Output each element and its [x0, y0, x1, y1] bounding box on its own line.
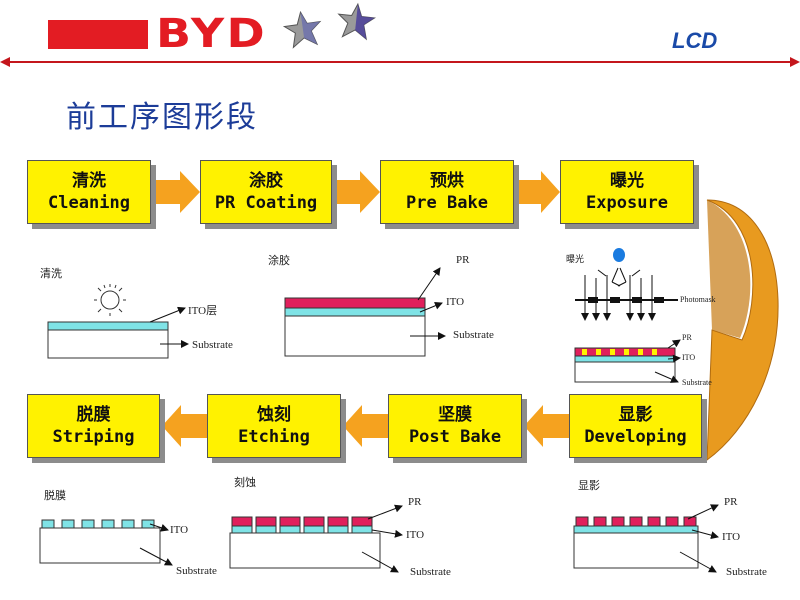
substrate-label: Substrate — [682, 378, 712, 387]
step-exposure: 曝光 Exposure — [560, 160, 694, 224]
step-en-label: Post Bake — [408, 427, 502, 447]
step-en-label: PR Coating — [214, 193, 318, 213]
step-zh-label: 预烘 — [430, 171, 464, 191]
developing-diagram-title: 显影 — [578, 479, 600, 492]
ito-label: ITO — [682, 353, 696, 362]
step-post-bake: 坚膜 Post Bake — [388, 394, 522, 458]
step-zh-label: 曝光 — [610, 171, 644, 191]
step-etching: 蚀刻 Etching — [207, 394, 341, 458]
coating-diagram — [284, 267, 446, 357]
step-cleaning: 清洗 Cleaning — [27, 160, 151, 224]
ito-label: ITO — [722, 531, 741, 543]
striping-diagram — [39, 519, 173, 566]
brand-logo: BYD — [156, 11, 267, 57]
ito-label: ITO — [170, 524, 189, 536]
ito-label: ITO层 — [188, 305, 218, 317]
step-developing: 显影 Developing — [569, 394, 702, 458]
pr-label: PR — [682, 333, 692, 342]
etching-diagram — [229, 504, 403, 573]
page-title: 前工序图形段 — [66, 100, 258, 135]
brand-red-bar — [48, 20, 148, 49]
step-pr-coating: 涂胶 PR Coating — [200, 160, 332, 224]
u-turn-connector — [706, 199, 779, 462]
step-en-label: Cleaning — [48, 193, 130, 213]
developing-diagram — [573, 504, 719, 573]
step-zh-label: 涂胶 — [249, 171, 283, 191]
pr-label: PR — [408, 496, 422, 508]
step-zh-label: 坚膜 — [438, 405, 472, 425]
pr-label: PR — [456, 254, 470, 266]
step-en-label: Etching — [238, 427, 310, 447]
step-en-label: Pre Bake — [406, 193, 488, 213]
ito-label: ITO — [406, 529, 425, 541]
substrate-label: Substrate — [453, 329, 494, 341]
etching-diagram-title: 刻蚀 — [234, 476, 256, 489]
substrate-label: Substrate — [176, 565, 217, 577]
flow-arrow-left — [343, 405, 388, 447]
substrate-label: Substrate — [192, 339, 233, 351]
striping-diagram-title: 脱膜 — [44, 489, 66, 502]
cleaning-diagram — [47, 284, 189, 359]
step-en-label: Exposure — [586, 193, 668, 213]
substrate-label: Substrate — [410, 566, 451, 578]
flow-arrow-right — [516, 171, 560, 213]
flow-arrow-right — [152, 171, 200, 213]
coating-diagram-title: 涂胶 — [268, 254, 290, 267]
photomask-label: Photomask — [680, 295, 716, 304]
exposure-diagram-title: 曝光 — [566, 255, 585, 265]
flow-arrow-left — [524, 405, 569, 447]
step-zh-label: 脱膜 — [76, 405, 111, 425]
step-striping: 脱膜 Striping — [27, 394, 160, 458]
step-pre-bake: 预烘 Pre Bake — [380, 160, 514, 224]
step-en-label: Developing — [584, 427, 687, 447]
exposure-diagram — [574, 248, 681, 383]
cleaning-diagram-title: 清洗 — [40, 267, 62, 280]
product-label: LCD — [672, 28, 718, 53]
substrate-label: Substrate — [726, 566, 767, 578]
flow-arrow-right — [334, 171, 380, 213]
flow-arrow-left — [162, 405, 207, 447]
step-zh-label: 清洗 — [72, 171, 106, 191]
pr-label: PR — [724, 496, 738, 508]
step-en-label: Striping — [52, 427, 135, 447]
step-zh-label: 蚀刻 — [257, 405, 291, 425]
sun-icon — [94, 284, 126, 316]
step-zh-label: 显影 — [618, 405, 653, 425]
ito-label: ITO — [446, 296, 465, 308]
